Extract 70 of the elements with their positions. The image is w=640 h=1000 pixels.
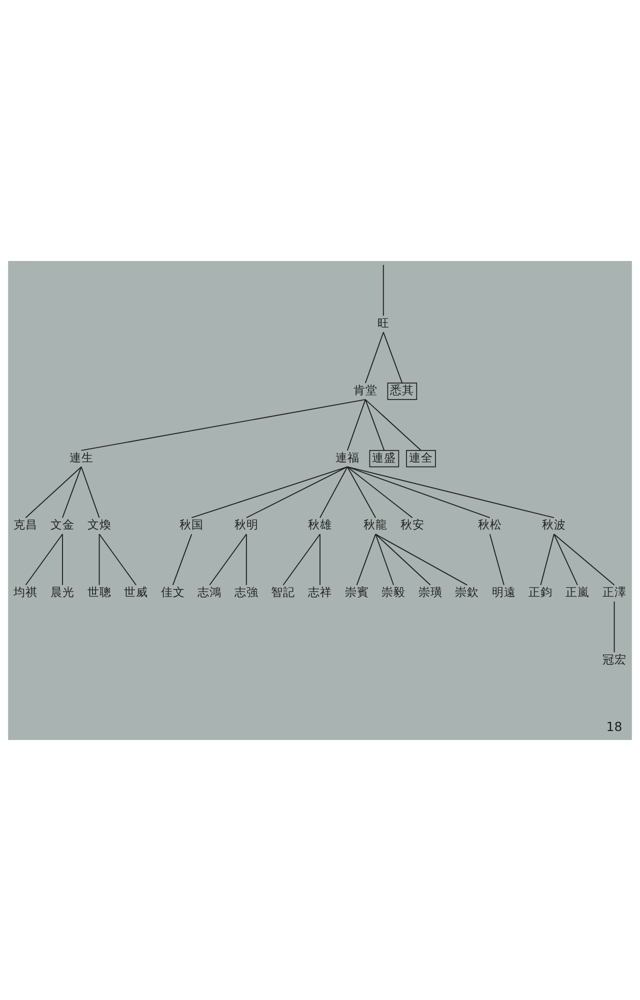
node-text: 秋龍 bbox=[364, 517, 388, 532]
connector bbox=[375, 533, 468, 585]
node-text: 世聰 bbox=[87, 584, 112, 598]
node-text: 連福 bbox=[335, 450, 360, 464]
node-text: 冠宏 bbox=[602, 652, 626, 666]
connector bbox=[246, 466, 348, 518]
node-text: 世威 bbox=[124, 584, 148, 598]
connector bbox=[346, 466, 413, 518]
connector bbox=[346, 466, 554, 518]
node-box: 連全 bbox=[406, 449, 436, 467]
connector bbox=[356, 533, 376, 585]
node-text: 崇賓 bbox=[344, 584, 369, 598]
connector bbox=[382, 331, 403, 384]
connector bbox=[98, 533, 100, 585]
connector bbox=[382, 264, 384, 316]
connector bbox=[554, 533, 578, 585]
connector bbox=[62, 533, 63, 585]
connector bbox=[80, 398, 366, 450]
node-text: 秋国 bbox=[180, 517, 204, 532]
node-text: 志鴻 bbox=[198, 584, 222, 598]
node-box: 連盛 bbox=[369, 449, 400, 467]
node-text: 志祥 bbox=[308, 584, 332, 598]
node-text: 正鈞 bbox=[528, 584, 553, 598]
connector bbox=[80, 466, 100, 518]
node-text: 文煥 bbox=[87, 517, 112, 532]
connector bbox=[489, 533, 504, 585]
node-text: 崇璜 bbox=[418, 584, 442, 598]
connector bbox=[209, 533, 247, 585]
node-text: 文金 bbox=[50, 517, 74, 532]
node-text: 肯堂 bbox=[353, 382, 378, 397]
connector bbox=[98, 533, 137, 585]
connector bbox=[25, 466, 82, 518]
connector bbox=[375, 533, 431, 585]
label: 18 bbox=[606, 718, 622, 734]
connector bbox=[614, 600, 615, 652]
node-text: 秋安 bbox=[400, 517, 424, 532]
node-text: 秋明 bbox=[234, 517, 258, 532]
connector bbox=[364, 331, 384, 384]
connector bbox=[246, 533, 247, 585]
connector bbox=[320, 466, 348, 518]
node-text: 連生 bbox=[69, 450, 94, 464]
connector bbox=[364, 398, 385, 450]
connector bbox=[346, 398, 366, 450]
node-text: 正嵐 bbox=[566, 584, 590, 598]
connector bbox=[172, 533, 192, 585]
connector bbox=[191, 466, 348, 518]
node-text: 克昌 bbox=[14, 517, 38, 532]
node-text: 志強 bbox=[234, 584, 258, 598]
connector bbox=[375, 533, 394, 585]
node-text: 智記 bbox=[271, 584, 296, 598]
node-text: 正澤 bbox=[602, 584, 626, 598]
connector bbox=[346, 466, 490, 518]
connector bbox=[364, 398, 422, 450]
node-text: 旺 bbox=[377, 315, 390, 330]
node-text: 秋波 bbox=[542, 517, 566, 532]
connector bbox=[62, 466, 82, 518]
connector bbox=[554, 533, 615, 585]
connector bbox=[282, 533, 320, 585]
node-text: 秋雄 bbox=[308, 517, 332, 532]
connector bbox=[540, 533, 554, 585]
node-box: 悉其 bbox=[387, 382, 418, 400]
node-text: 明遠 bbox=[492, 584, 516, 598]
node-text: 秋松 bbox=[478, 517, 502, 532]
connector bbox=[25, 533, 63, 585]
connector bbox=[346, 466, 376, 518]
node-text: 崇欽 bbox=[455, 584, 480, 598]
node-text: 均祺 bbox=[14, 584, 38, 598]
node-text: 崇毅 bbox=[382, 584, 406, 598]
node-text: 佳文 bbox=[160, 584, 185, 598]
node-text: 晨光 bbox=[50, 584, 74, 598]
